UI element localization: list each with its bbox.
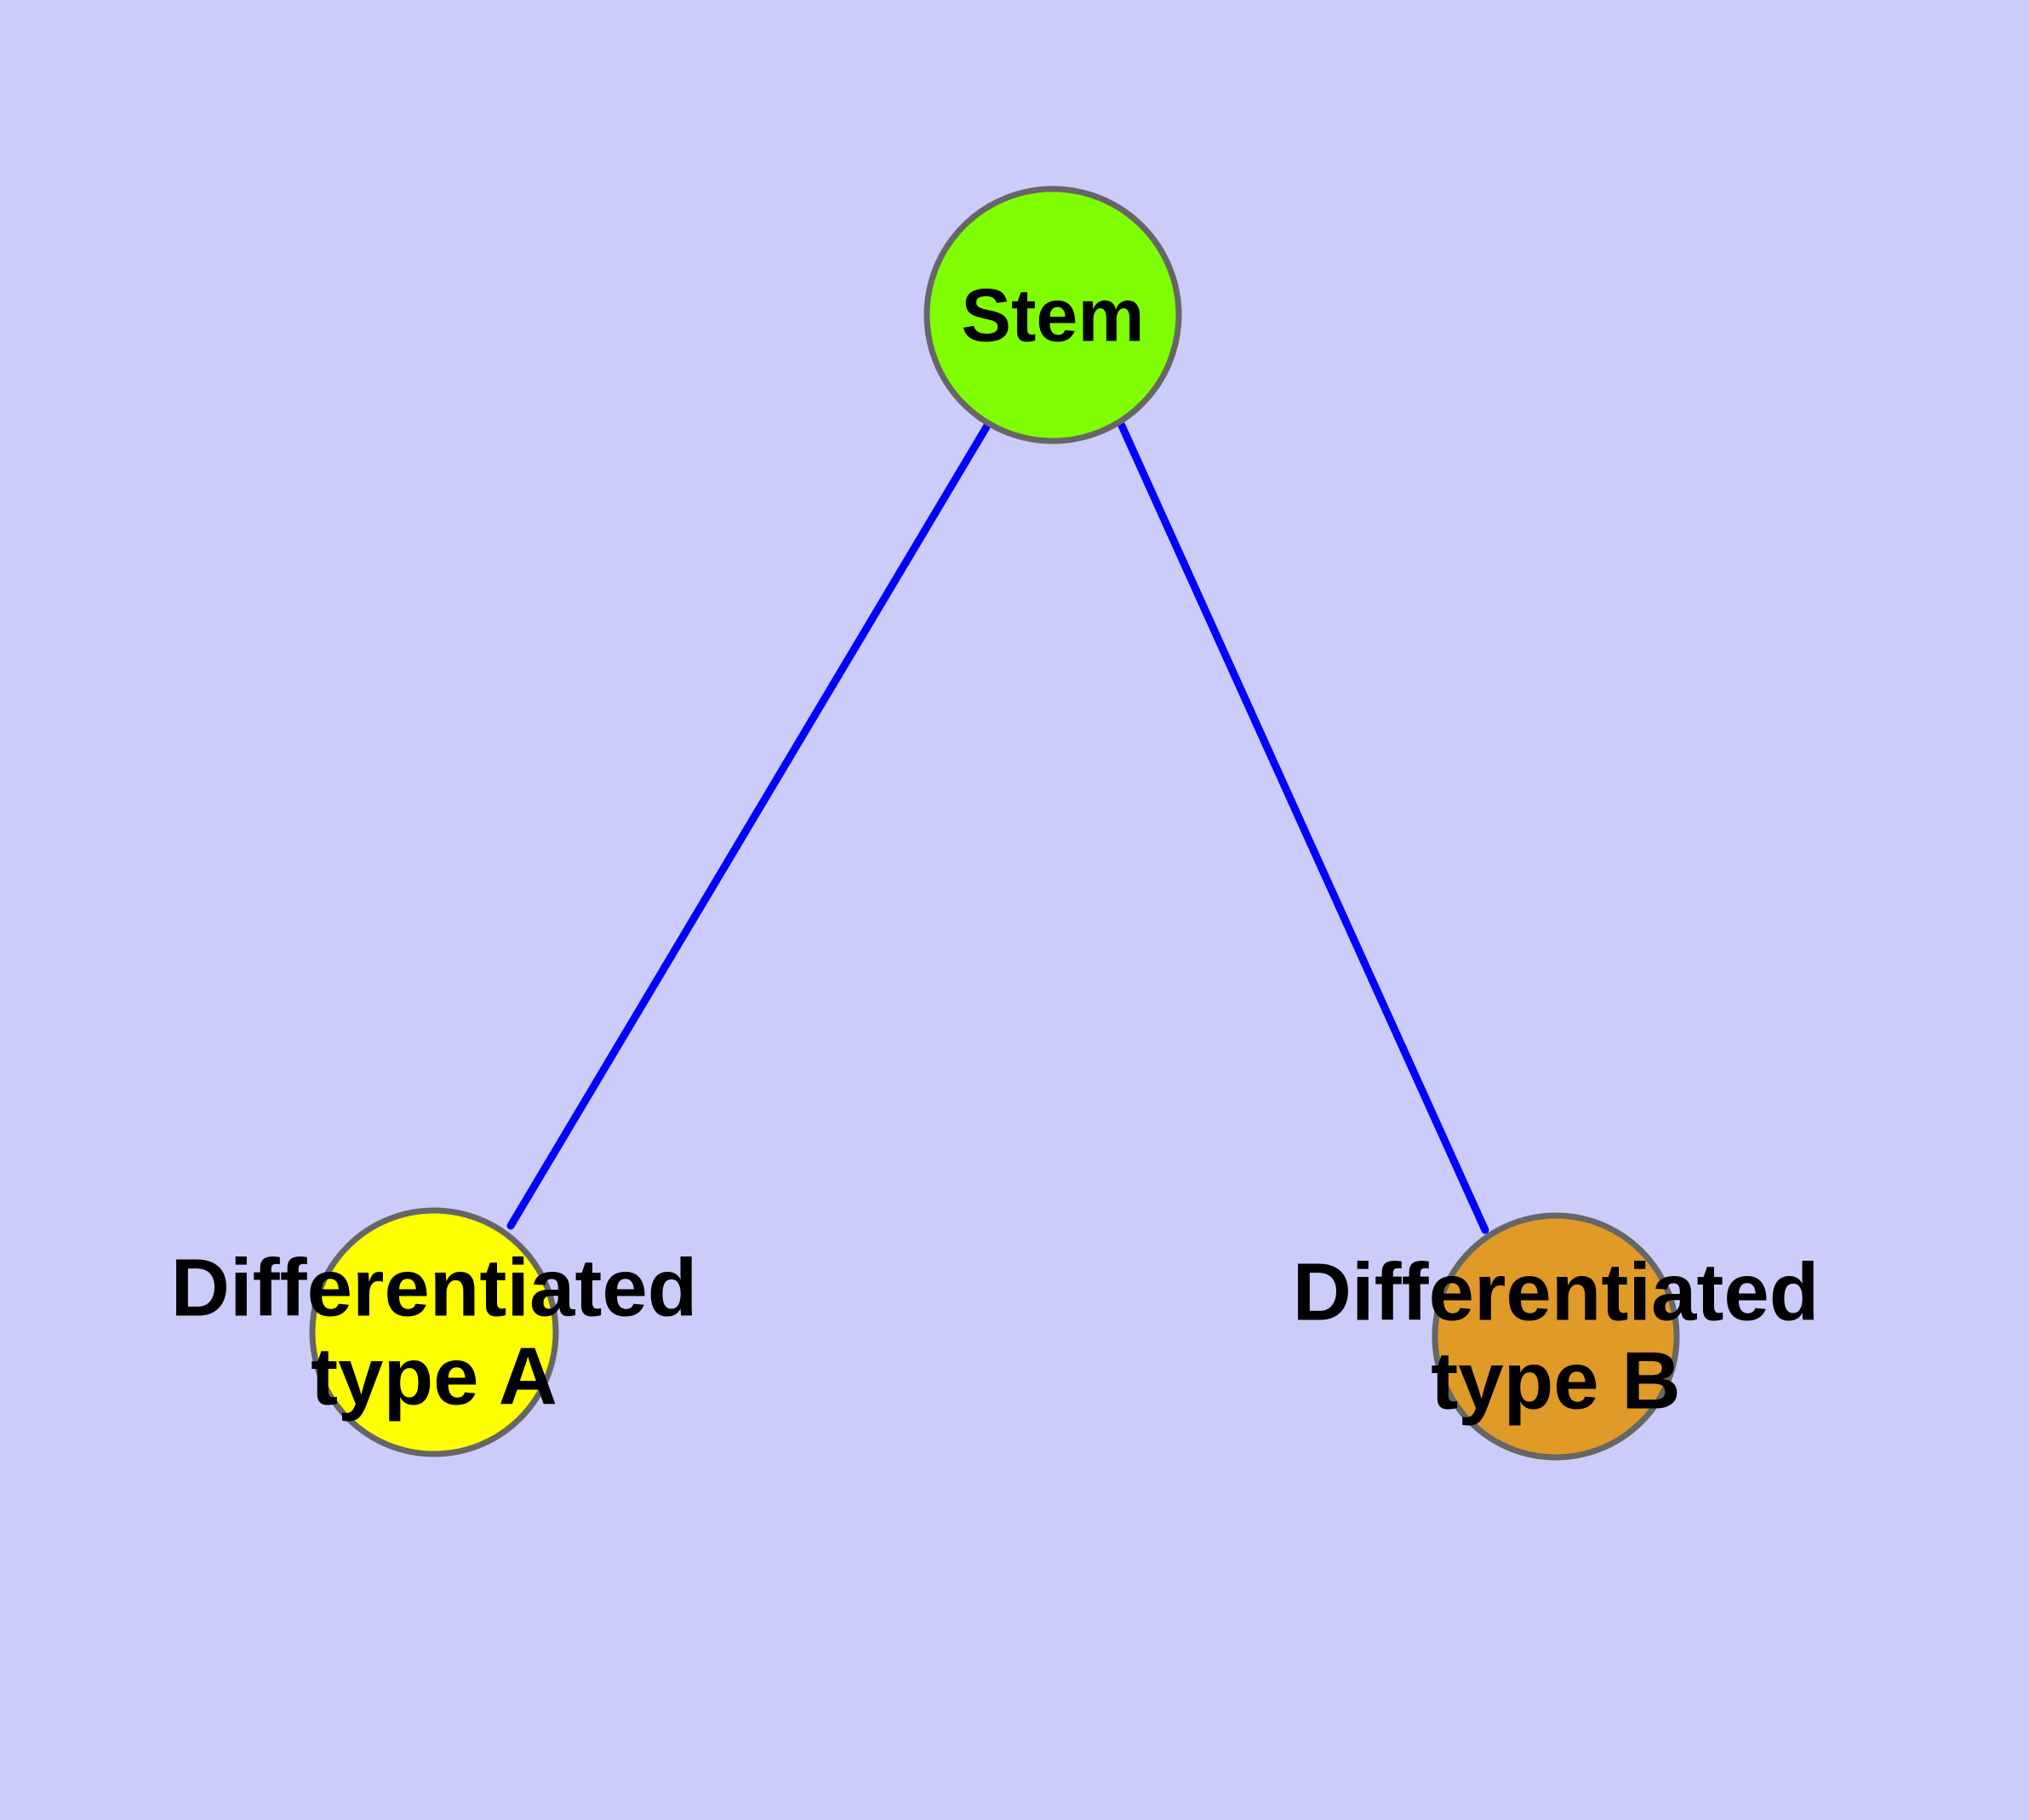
node-diff-a[interactable] xyxy=(309,1207,559,1457)
nodes-group xyxy=(309,186,1680,1461)
edges-group xyxy=(506,421,1489,1234)
node-stem[interactable] xyxy=(923,186,1182,444)
edge-stem-to-diff-b xyxy=(1117,421,1489,1234)
node-diff-b[interactable] xyxy=(1432,1212,1680,1461)
edge-stem-to-diff-a xyxy=(506,421,992,1230)
